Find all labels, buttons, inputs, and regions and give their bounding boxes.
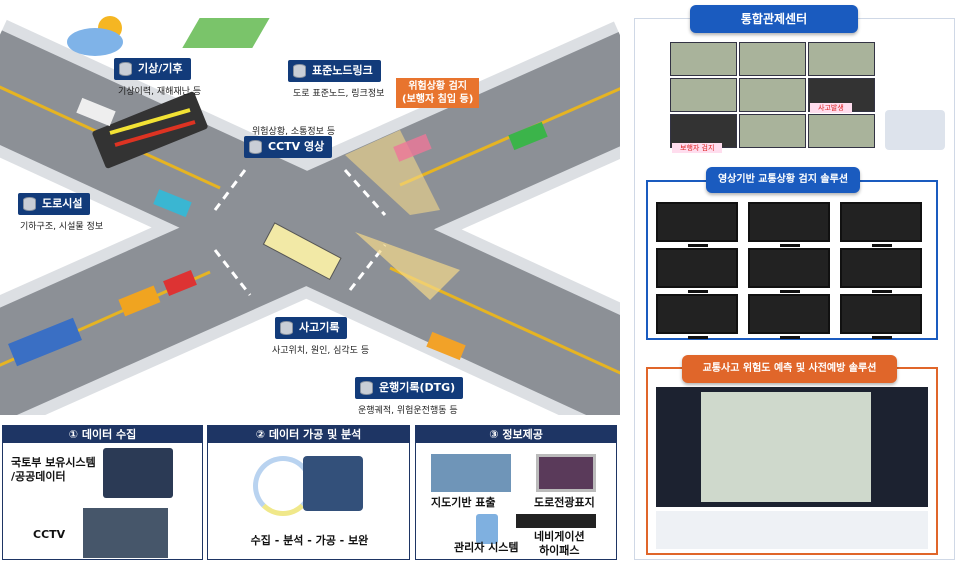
tag-accident: 사고발생 <box>810 103 852 113</box>
label-road-facility: 도로시설 <box>18 193 91 215</box>
cctv-desc: 위험상황, 소통정보 등 <box>252 127 336 137</box>
panel-data-collection: ① 데이터 수집 국토부 보유시스템 /공공데이터 CCTV <box>2 425 203 560</box>
database-icon <box>360 381 373 395</box>
label-node-link: 표준노드링크 <box>288 60 381 82</box>
panel-data-processing: ② 데이터 가공 및 분석 수집 - 분석 - 가공 - 보완 <box>207 425 410 560</box>
risk-solution-box <box>646 367 938 555</box>
vms-sign <box>92 91 208 169</box>
bus <box>262 222 342 281</box>
node-link-map <box>182 18 270 48</box>
control-center-title: 통합관제센터 <box>690 5 858 33</box>
label-weather: 기상/기후 <box>114 58 191 80</box>
label-dtg: 운행기록(DTG) <box>355 377 464 399</box>
risk-dashboard <box>656 387 928 507</box>
panel-info-provision: ③ 정보제공 지도기반 표출 도로전광표지 관리자 시스템 네비게이션 하이패스 <box>415 425 617 560</box>
tag-pedestrian: 보행자 검지 <box>672 143 723 153</box>
road-facility-desc: 기하구조, 시설물 정보 <box>20 222 104 232</box>
dtg-desc: 운행궤적, 위험운전행동 등 <box>358 406 458 416</box>
database-icon <box>280 321 293 335</box>
vms-image <box>536 454 596 492</box>
video-solution-title: 영상기반 교통상황 검지 솔루션 <box>706 167 860 193</box>
operator-icon <box>885 110 945 150</box>
navigation-image <box>516 514 596 528</box>
label-accident: 사고기록 <box>275 317 348 339</box>
database-icon <box>119 62 132 76</box>
risk-solution-title: 교통사고 위험도 예측 및 사전예방 솔루션 <box>682 355 897 383</box>
accident-desc: 사고위치, 원인, 심각도 등 <box>272 346 370 356</box>
cctv-view-cone <box>355 232 460 300</box>
analysts-image <box>303 456 363 511</box>
intersection-illustration <box>0 16 620 415</box>
bus-blue <box>8 317 82 367</box>
database-icon <box>293 64 306 78</box>
cctv-camera-image <box>83 508 168 558</box>
video-solution-box <box>646 180 938 340</box>
weather-desc: 기상이력, 재해재난 등 <box>118 87 202 97</box>
server-icon <box>103 448 173 498</box>
node-link-desc: 도로 표준노드, 링크정보 <box>293 89 385 99</box>
label-danger-detect: 위험상황 검지(보행자 침입 등) <box>396 78 480 108</box>
map-screen-image <box>431 454 511 492</box>
label-cctv: CCTV 영상 <box>244 136 333 158</box>
weather-icon <box>67 16 123 56</box>
phone-icon <box>476 514 498 544</box>
database-icon <box>23 197 36 211</box>
database-icon <box>249 140 262 154</box>
